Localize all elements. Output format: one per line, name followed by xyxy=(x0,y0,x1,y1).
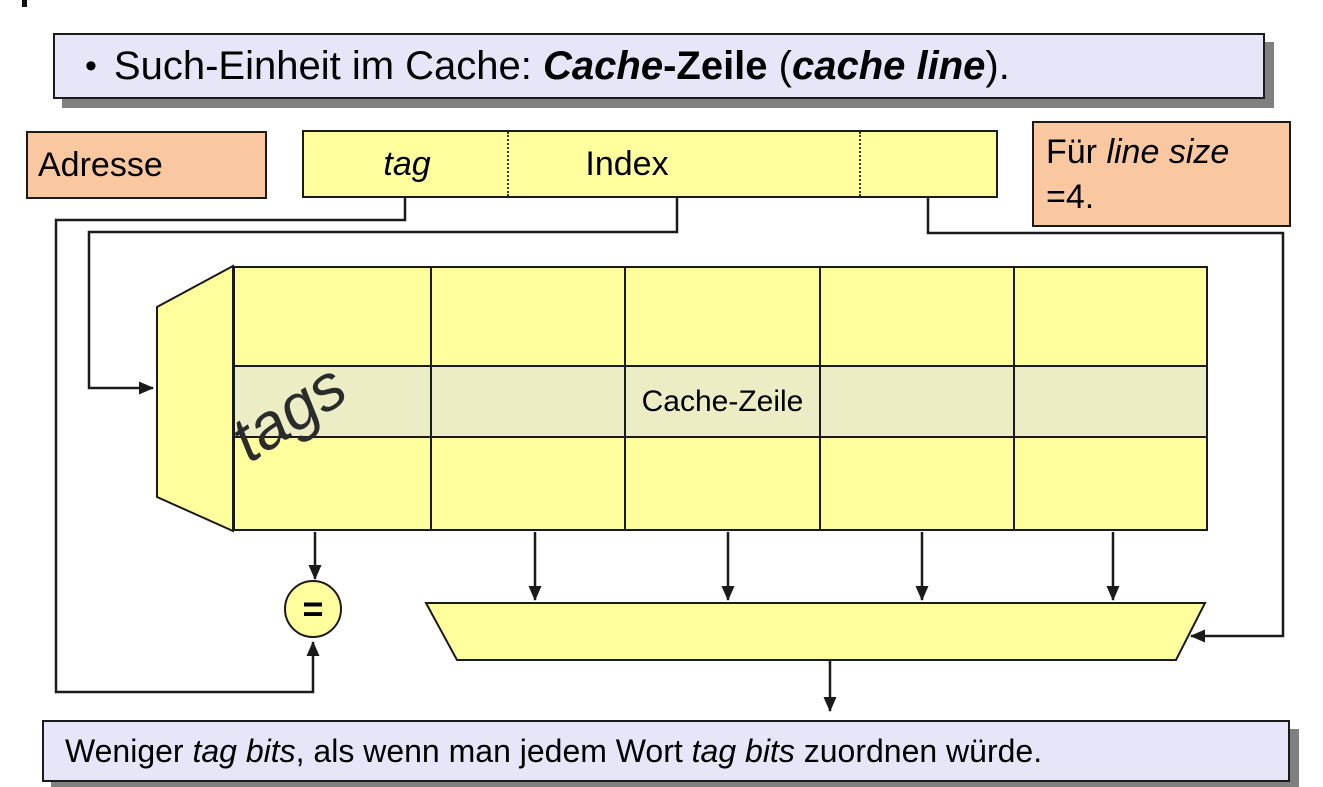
tag-field-label: tag xyxy=(383,145,431,183)
title-term-de-tail: -Zeile xyxy=(663,43,768,88)
footer-italic-2: tag bits xyxy=(691,732,795,769)
wire-offset-to-mux xyxy=(926,198,1285,643)
column-divider-3 xyxy=(819,268,821,529)
title-prefix: Such-Einheit im Cache: xyxy=(113,43,543,88)
cache-line-label: Cache-Zeile xyxy=(641,384,804,418)
mux-shape xyxy=(424,602,1207,661)
wire-tag-to-comparator xyxy=(54,198,407,694)
title-paren-close: ). xyxy=(985,43,1010,88)
footer-part-3: zuordnen würde. xyxy=(794,732,1043,769)
footer-banner: Weniger tag bits, als wenn man jedem Wor… xyxy=(42,720,1290,782)
screen-artifact-mark xyxy=(22,0,27,7)
note-prefix: Für xyxy=(1046,133,1107,171)
adresse-label: Adresse xyxy=(38,145,163,184)
title-text: Such-Einheit im Cache: Cache-Zeile (cach… xyxy=(114,44,1010,89)
field-divider-tag-index xyxy=(507,132,509,196)
title-term-de-head: Cache xyxy=(543,43,664,88)
column-divider-2 xyxy=(624,268,626,529)
bullet-glyph: • xyxy=(85,47,97,85)
cache-array: Cache-Zeile tags xyxy=(218,266,1208,531)
footer-part-2: , als wenn man jedem Wort xyxy=(295,732,692,769)
column-divider-4 xyxy=(1013,268,1015,529)
title-term-en: cache line xyxy=(791,43,986,88)
footer-part-1: Weniger xyxy=(65,732,193,769)
title-banner: • Such-Einheit im Cache: Cache-Zeile (ca… xyxy=(53,33,1265,99)
note-italic-term: line size xyxy=(1106,133,1230,171)
footer-text: Weniger tag bits, als wenn man jedem Wor… xyxy=(65,733,1042,770)
address-field: tag Index xyxy=(302,130,998,198)
title-paren-open: ( xyxy=(767,43,792,88)
field-divider-index-offset xyxy=(859,132,861,196)
line-size-note: Für line size =4. xyxy=(1032,121,1291,227)
decoder-shape xyxy=(156,264,234,533)
adresse-box: Adresse xyxy=(26,131,267,199)
column-divider-1 xyxy=(430,268,432,529)
comparator-symbol: = xyxy=(302,588,324,629)
note-line-2: =4. xyxy=(1046,178,1095,217)
wire-index-to-decoder xyxy=(87,198,679,395)
note-line-1: Für line size xyxy=(1046,130,1289,175)
index-field-label: Index xyxy=(585,145,669,183)
footer-italic-1: tag bits xyxy=(192,732,296,769)
comparator-circle xyxy=(284,580,342,638)
cache-line-row-highlight xyxy=(235,365,1206,438)
